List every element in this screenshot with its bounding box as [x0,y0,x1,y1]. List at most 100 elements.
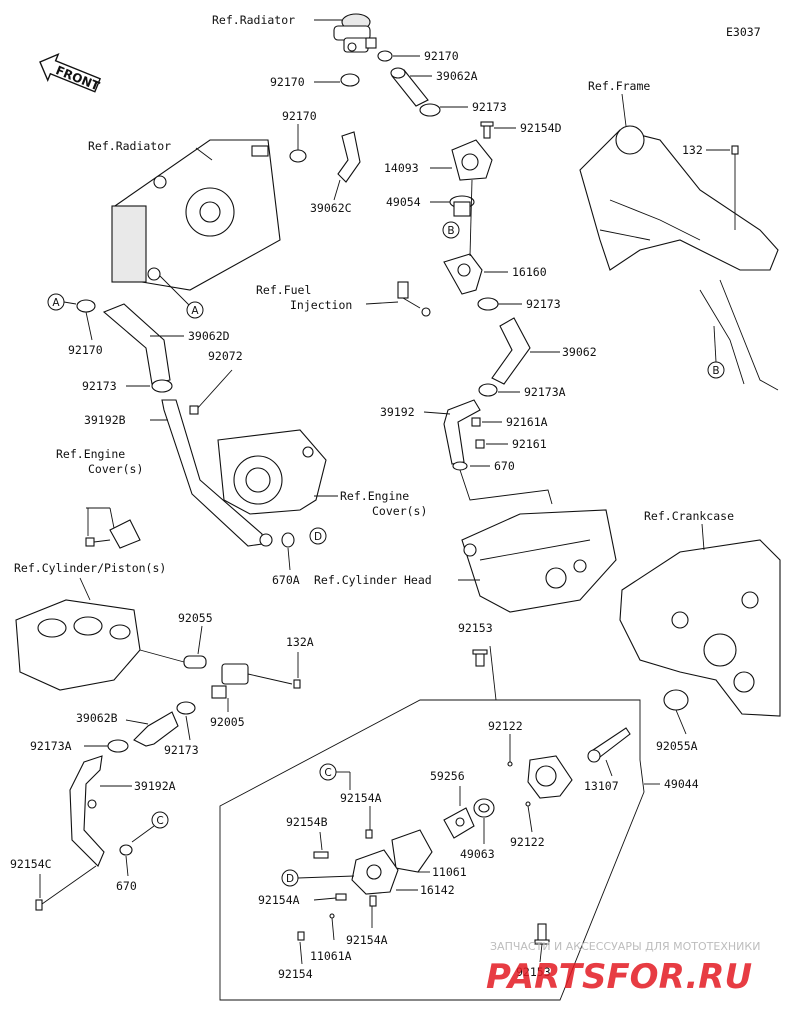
clamp-92170-hose [76,299,96,313]
fuel-sensor [397,281,431,317]
part-label-670: 670 [116,879,137,893]
nipple-92161A [471,417,481,427]
clamp-92170-top [377,50,393,62]
pipe-39192B [161,399,273,547]
clamp-92170-left [289,149,307,163]
nipple-92161 [475,439,485,449]
part-label-92154D: 92154D [520,121,562,135]
part-label-59256: 59256 [430,769,465,783]
ref-fuel-injection-2: Injection [290,298,352,312]
callout-c-pipe: C [131,811,169,843]
part-label-11061A: 11061A [310,949,352,963]
frame [579,125,779,391]
hose-39062D [102,303,171,385]
pipe-39192A [69,755,105,867]
front-arrow-icon: FRONT [39,52,103,94]
part-label-39062: 39062 [562,345,597,359]
part-label-92122: 92122 [510,835,545,849]
oring-670-right [452,461,468,471]
part-label-92170: 92170 [424,49,459,63]
clamp-92173-lower [176,701,196,715]
part-label-49044: 49044 [664,777,699,791]
bolt-92154A-lower-left [335,893,347,901]
clamp-92173-left [151,379,173,393]
part-label-132: 132 [682,143,703,157]
clamp-92173-mid [477,297,499,311]
ref-crankcase: Ref.Crankcase [644,509,734,523]
ref-engine-cover-right-2: Cover(s) [372,504,427,518]
svg-text:A: A [52,297,60,309]
part-label-39062D: 39062D [188,329,230,343]
part-label-16160: 16160 [512,265,547,279]
callout-b-thermostat: B [442,221,460,239]
pipe-16160 [443,253,483,295]
cylinder-block [15,599,141,691]
watermark-logo: PARTSFOR.RU [486,957,752,997]
ref-radiator-left: Ref.Radiator [88,139,171,153]
clamp-92170-second [340,73,360,87]
callout-d-pipe: D [309,527,327,545]
hose-39062A [390,67,429,107]
svg-text:A: A [191,305,199,317]
part-label-39192B: 39192B [84,413,126,427]
bolt-92154C [35,865,97,911]
fitting-92005 [211,663,249,699]
part-label-92153: 92153 [458,621,493,635]
part-label-132A: 132A [286,635,314,649]
part-label-39192: 39192 [380,405,415,419]
ref-engine-cover-left-1: Ref.Engine [56,447,125,461]
part-label-92154A: 92154A [346,933,388,947]
part-label-39192A: 39192A [134,779,176,793]
ref-cylinder-head: Ref.Cylinder Head [314,573,432,587]
part-label-92055: 92055 [178,611,213,625]
part-label-14093: 14093 [384,161,419,175]
part-label-92153: 92153 [516,965,551,979]
bolt-132A [293,679,301,689]
seal-49063 [473,798,495,818]
svg-text:C: C [156,815,163,827]
oring-670-lower [119,844,133,856]
ref-fuel-injection-1: Ref.Fuel [256,283,311,297]
bolt-92154B [313,851,329,859]
svg-text:B: B [447,225,454,237]
part-label-92173: 92173 [526,297,561,311]
oring-670A [281,532,295,548]
part-label-92161A: 92161A [506,415,548,429]
bolt-92154-bottom [297,931,305,941]
front-label: FRONT [54,63,103,93]
part-label-39062C: 39062C [310,201,352,215]
part-label-39062B: 39062B [76,711,118,725]
oring-11061A [329,913,335,919]
hose-39062 [491,317,531,385]
clamp-92173A-right [478,383,498,397]
ref-engine-cover-left-2: Cover(s) [88,462,143,476]
svg-text:C: C [324,767,331,779]
clamp-92173A-lower [107,739,129,753]
callout-a-hose: A [47,293,77,311]
part-label-16142: 16142 [420,883,455,897]
bolt-132 [731,145,739,230]
pump-cover-16142 [351,849,399,895]
crankcase [619,539,781,717]
bolt-92154A-lower-right [369,895,377,907]
thermostat-49054 [449,195,475,217]
part-label-670: 670 [494,459,515,473]
part-label-92072: 92072 [208,349,243,363]
part-label-13107: 13107 [584,779,619,793]
part-label-92055A: 92055A [656,739,698,753]
part-label-92154B: 92154B [286,815,328,829]
callout-a-radiator: A [159,275,204,319]
bracket [85,507,141,549]
part-label-92170: 92170 [270,75,305,89]
pipe-39192 [443,399,481,465]
part-label-39062A: 39062A [436,69,478,83]
pump-body [527,755,573,799]
radiator [111,139,281,291]
ref-cylinder-piston: Ref.Cylinder/Piston(s) [14,561,166,575]
part-label-92161: 92161 [512,437,547,451]
part-label-49054: 49054 [386,195,421,209]
part-label-92005: 92005 [210,715,245,729]
hose-39062C [337,131,361,183]
callout-c-pump: C [319,763,351,790]
